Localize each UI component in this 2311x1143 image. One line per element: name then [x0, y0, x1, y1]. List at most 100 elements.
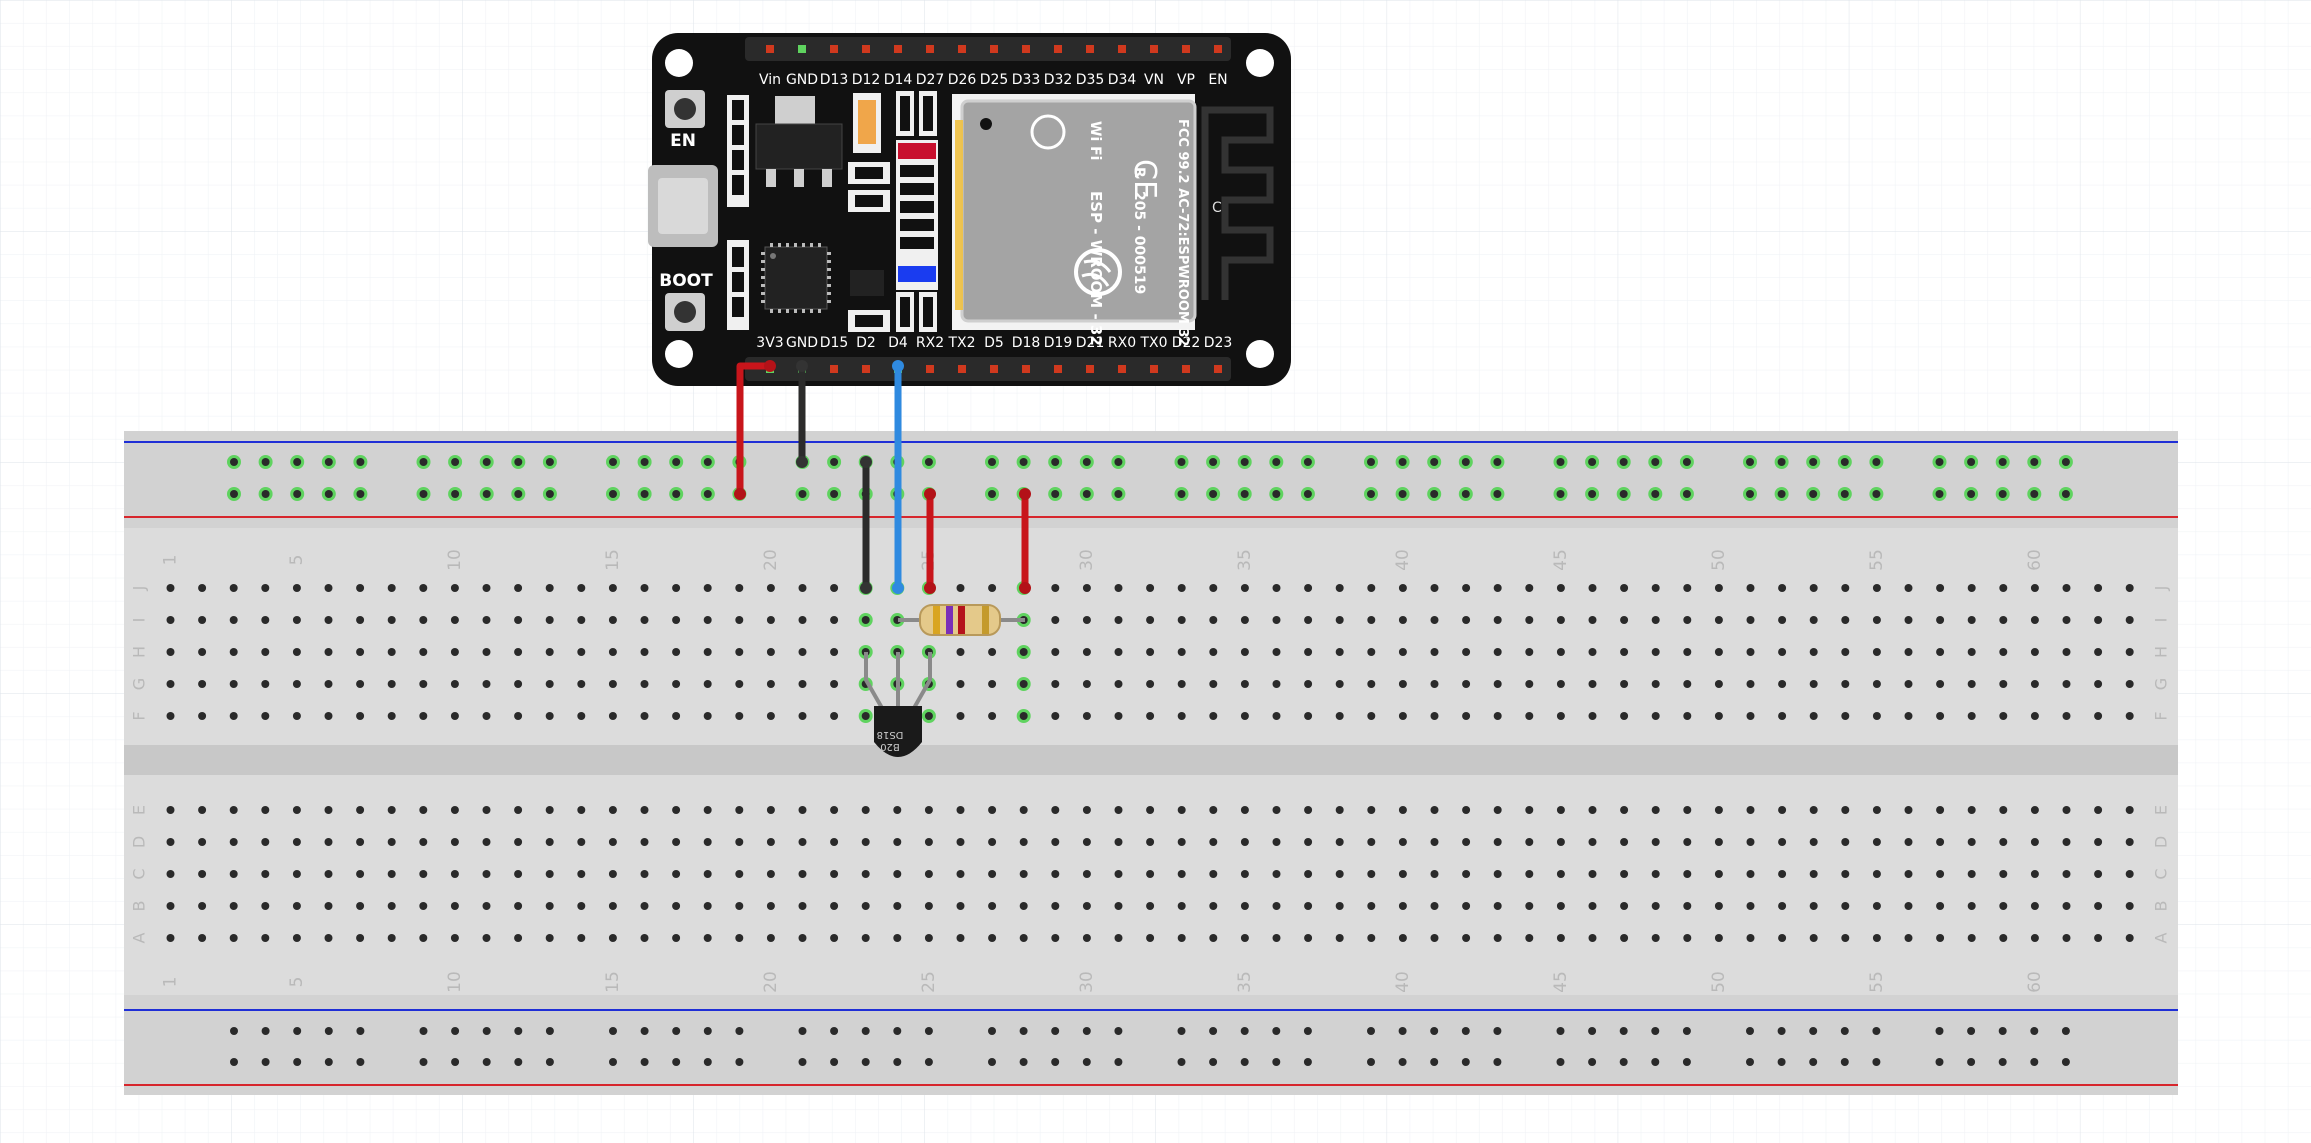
rail-hole[interactable]	[1051, 1058, 1060, 1066]
breadboard-hole[interactable]	[1620, 806, 1629, 814]
breadboard-hole[interactable]	[1462, 584, 1471, 592]
breadboard-hole[interactable]	[1114, 648, 1123, 656]
breadboard-hole[interactable]	[1209, 648, 1218, 656]
breadboard-hole[interactable]	[1082, 838, 1091, 846]
rail-hole[interactable]	[1809, 458, 1818, 466]
breadboard-hole[interactable]	[419, 584, 428, 592]
breadboard-hole[interactable]	[1493, 584, 1502, 592]
rail-hole[interactable]	[419, 1027, 428, 1035]
breadboard-hole[interactable]	[229, 902, 238, 910]
breadboard-hole[interactable]	[577, 648, 586, 656]
breadboard-hole[interactable]	[1462, 870, 1471, 878]
rail-hole[interactable]	[293, 1058, 302, 1066]
breadboard-hole[interactable]	[545, 712, 554, 720]
rail-hole[interactable]	[1303, 1058, 1312, 1066]
breadboard-hole[interactable]	[1809, 680, 1818, 688]
breadboard-hole[interactable]	[1525, 934, 1534, 942]
breadboard-hole[interactable]	[356, 838, 365, 846]
breadboard-hole[interactable]	[1398, 680, 1407, 688]
breadboard-hole[interactable]	[830, 648, 839, 656]
breadboard-hole[interactable]	[1082, 902, 1091, 910]
breadboard-hole[interactable]	[1051, 616, 1060, 624]
breadboard-hole[interactable]	[229, 838, 238, 846]
breadboard-hole[interactable]	[893, 902, 902, 910]
breadboard-hole[interactable]	[672, 712, 681, 720]
breadboard-hole[interactable]	[1967, 870, 1976, 878]
rail-hole[interactable]	[261, 1027, 270, 1035]
breadboard-hole[interactable]	[1841, 584, 1850, 592]
breadboard-hole[interactable]	[1588, 934, 1597, 942]
breadboard-hole[interactable]	[514, 838, 523, 846]
rail-hole[interactable]	[261, 1058, 270, 1066]
breadboard-hole[interactable]	[261, 616, 270, 624]
rail-hole[interactable]	[830, 490, 839, 498]
breadboard-hole[interactable]	[1967, 680, 1976, 688]
breadboard-hole[interactable]	[1651, 806, 1660, 814]
rail-hole[interactable]	[1240, 458, 1249, 466]
breadboard-hole[interactable]	[1746, 648, 1755, 656]
rail-hole[interactable]	[1777, 490, 1786, 498]
breadboard-hole[interactable]	[1778, 870, 1787, 878]
breadboard-hole[interactable]	[1082, 934, 1091, 942]
breadboard-hole[interactable]	[1778, 934, 1787, 942]
breadboard-hole[interactable]	[1367, 648, 1376, 656]
breadboard-hole[interactable]	[1588, 648, 1597, 656]
breadboard-hole[interactable]	[1462, 934, 1471, 942]
breadboard-hole[interactable]	[1556, 934, 1565, 942]
breadboard-hole[interactable]	[2030, 902, 2039, 910]
breadboard-hole[interactable]	[1051, 648, 1060, 656]
breadboard-hole[interactable]	[324, 838, 333, 846]
rail-hole[interactable]	[1809, 490, 1818, 498]
breadboard-hole[interactable]	[1967, 616, 1976, 624]
breadboard-hole[interactable]	[387, 934, 396, 942]
breadboard-hole[interactable]	[608, 680, 617, 688]
rail-hole[interactable]	[924, 1027, 933, 1035]
breadboard-hole[interactable]	[514, 806, 523, 814]
rail-hole[interactable]	[1588, 1027, 1597, 1035]
breadboard-hole[interactable]	[2125, 584, 2134, 592]
breadboard-hole[interactable]	[166, 648, 175, 656]
breadboard-hole[interactable]	[514, 680, 523, 688]
breadboard-hole[interactable]	[482, 806, 491, 814]
rail-hole[interactable]	[1082, 458, 1091, 466]
breadboard-hole[interactable]	[1936, 712, 1945, 720]
breadboard-hole[interactable]	[798, 648, 807, 656]
breadboard-hole[interactable]	[1778, 712, 1787, 720]
breadboard-hole[interactable]	[324, 934, 333, 942]
breadboard-hole[interactable]	[924, 902, 933, 910]
breadboard-hole[interactable]	[2125, 870, 2134, 878]
breadboard-hole[interactable]	[1493, 806, 1502, 814]
breadboard-hole[interactable]	[672, 902, 681, 910]
breadboard-hole[interactable]	[387, 648, 396, 656]
breadboard-hole[interactable]	[577, 616, 586, 624]
breadboard-hole[interactable]	[1525, 806, 1534, 814]
breadboard-hole[interactable]	[1272, 934, 1281, 942]
breadboard-hole[interactable]	[1809, 934, 1818, 942]
breadboard-hole[interactable]	[1051, 870, 1060, 878]
breadboard-hole[interactable]	[514, 902, 523, 910]
breadboard-hole[interactable]	[2094, 712, 2103, 720]
breadboard-hole[interactable]	[1714, 584, 1723, 592]
breadboard-hole[interactable]	[703, 870, 712, 878]
breadboard-hole[interactable]	[1177, 870, 1186, 878]
rail-hole[interactable]	[1493, 458, 1502, 466]
breadboard-hole[interactable]	[1272, 584, 1281, 592]
rail-hole[interactable]	[261, 458, 270, 466]
breadboard-hole[interactable]	[2062, 680, 2071, 688]
breadboard-hole[interactable]	[1430, 680, 1439, 688]
rail-hole[interactable]	[609, 458, 617, 466]
rail-hole[interactable]	[293, 458, 302, 466]
rail-hole[interactable]	[419, 1058, 428, 1066]
breadboard-hole[interactable]	[2030, 806, 2039, 814]
breadboard-hole[interactable]	[545, 648, 554, 656]
breadboard-hole[interactable]	[798, 616, 807, 624]
pullup-resistor[interactable]	[898, 604, 1025, 636]
rail-hole[interactable]	[703, 458, 712, 466]
breadboard-hole[interactable]	[1620, 712, 1629, 720]
breadboard-hole[interactable]	[356, 712, 365, 720]
rail-hole[interactable]	[893, 1058, 902, 1066]
breadboard-hole[interactable]	[1746, 934, 1755, 942]
breadboard-hole[interactable]	[988, 934, 997, 942]
breadboard[interactable]: 1155101015152020252530303535404045455050…	[124, 431, 2178, 1095]
breadboard-hole[interactable]	[608, 902, 617, 910]
